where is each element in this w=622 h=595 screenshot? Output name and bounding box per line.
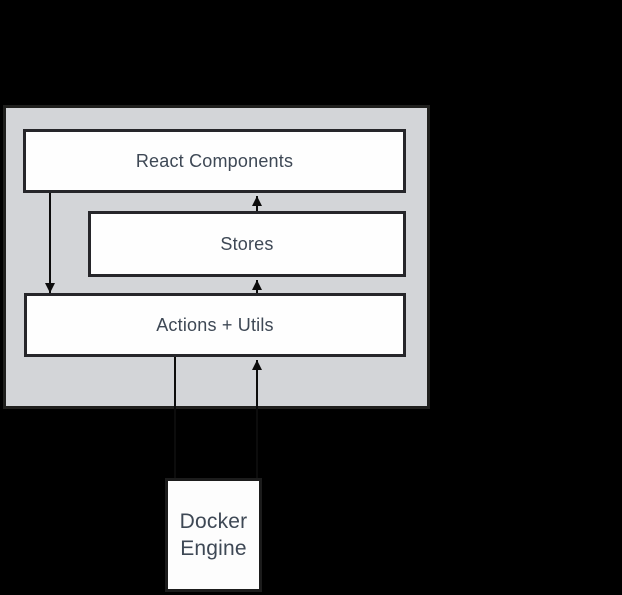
- actions-utils-label: Actions + Utils: [156, 314, 274, 335]
- arrowhead-up-icon: [252, 196, 262, 206]
- connector-actions-to-docker: [174, 357, 176, 478]
- docker-engine-label-line2: Engine: [180, 537, 247, 560]
- arrowhead-down-icon: [45, 283, 55, 293]
- stores-box: Stores: [88, 211, 406, 277]
- connector-docker-to-actions: [256, 360, 258, 478]
- stores-label: Stores: [220, 233, 274, 254]
- docker-engine-label: Docker Engine: [180, 508, 248, 562]
- react-components-label: React Components: [135, 150, 294, 171]
- docker-engine-box: Docker Engine: [165, 478, 262, 592]
- arrowhead-up-icon: [252, 280, 262, 290]
- docker-engine-label-line1: Docker: [179, 510, 248, 533]
- actions-utils-box: Actions + Utils: [24, 293, 406, 357]
- arrowhead-up-icon: [252, 360, 262, 370]
- connector-react-to-actions: [49, 193, 51, 293]
- react-components-box: React Components: [23, 129, 406, 193]
